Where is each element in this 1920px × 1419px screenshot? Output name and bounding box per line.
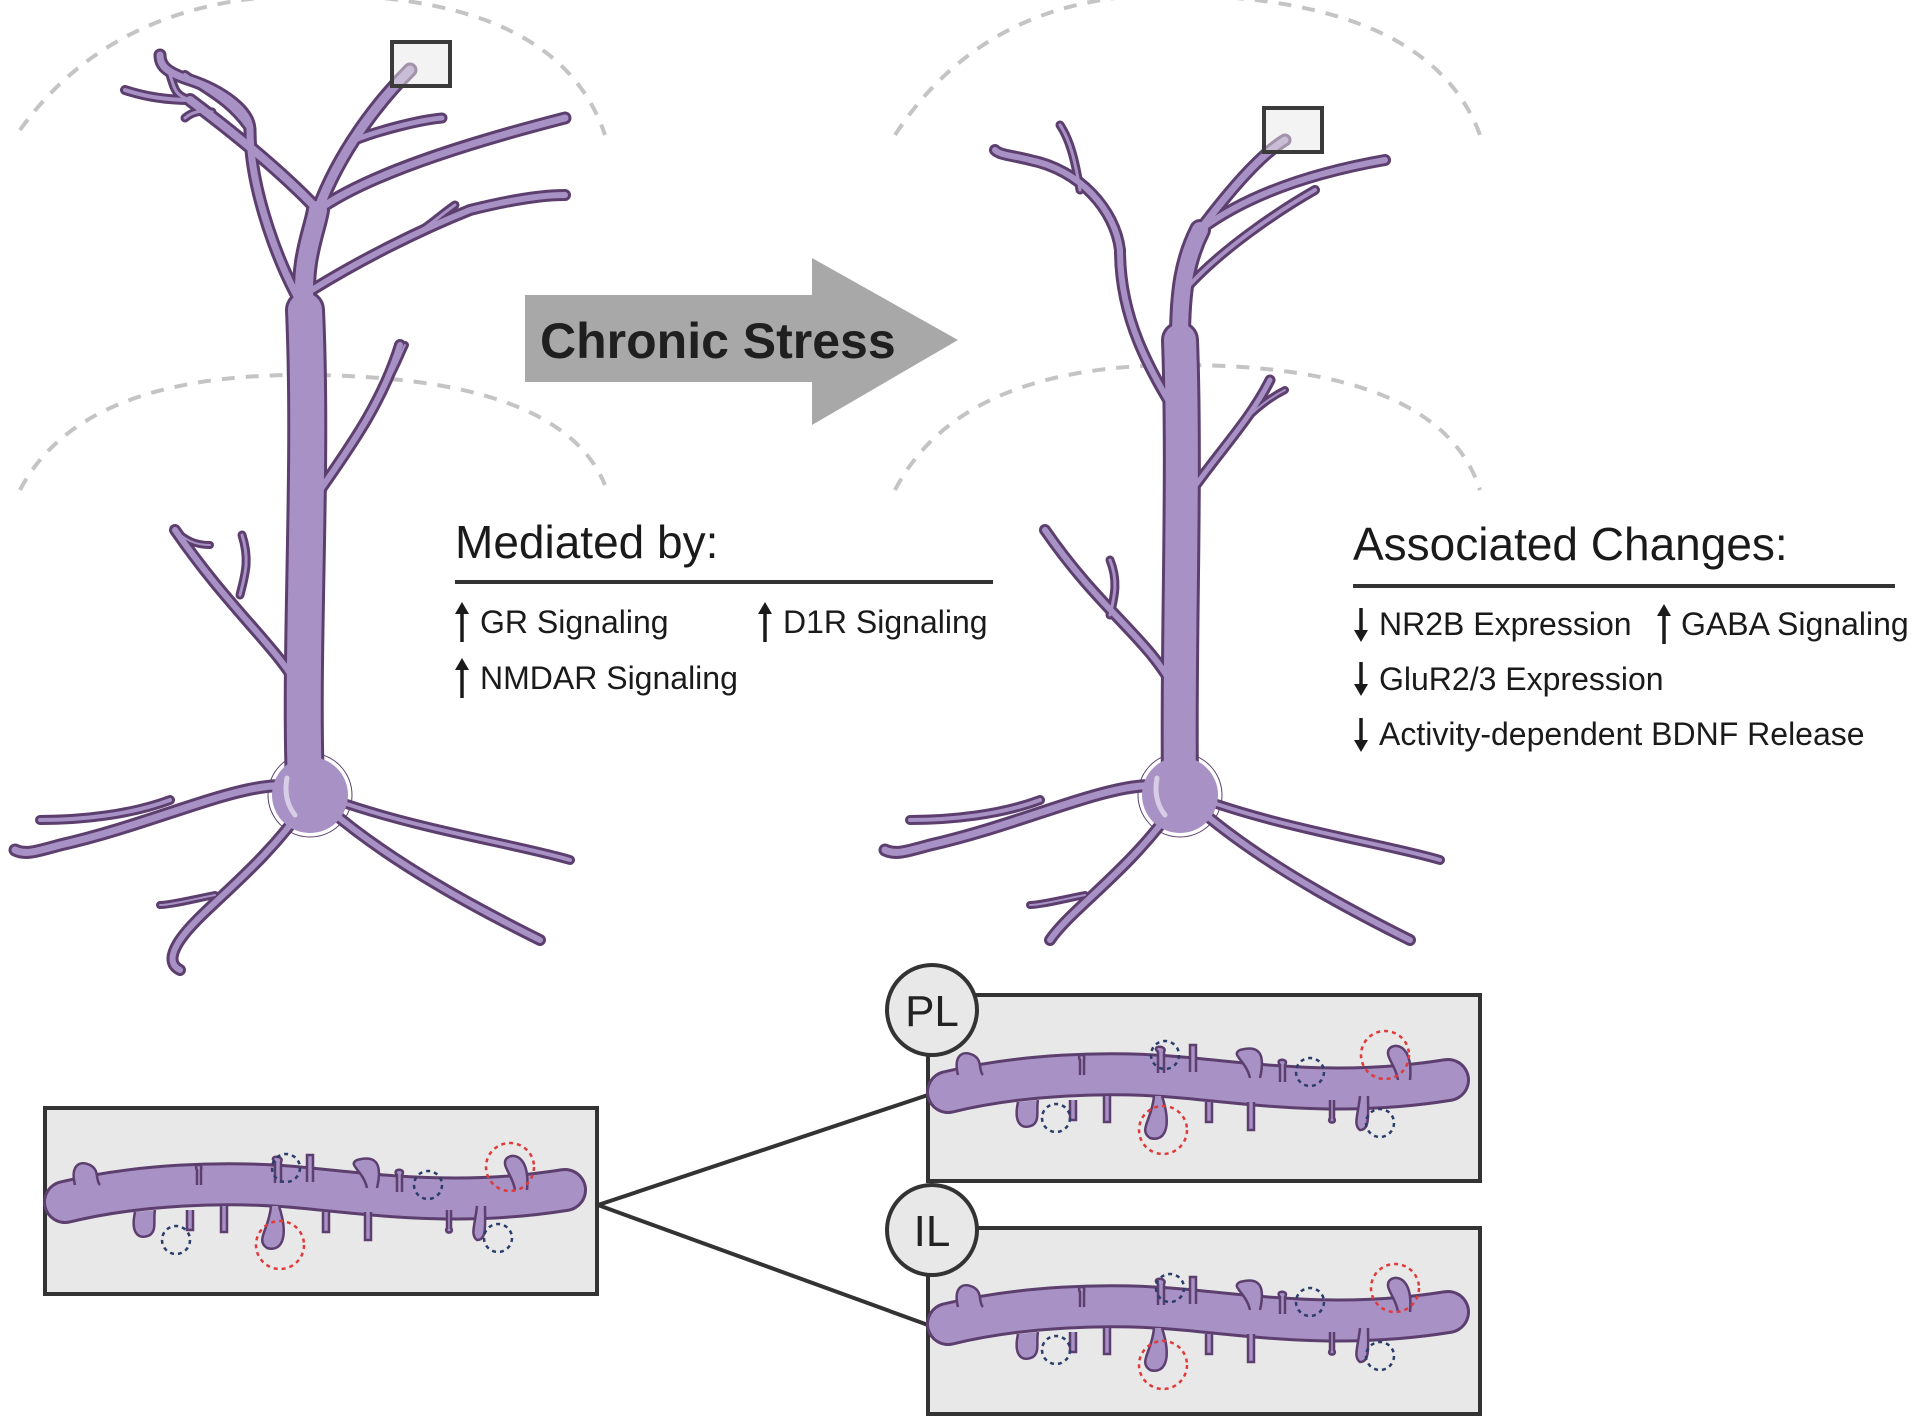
blue-dashed-circle bbox=[1294, 1056, 1326, 1088]
connector-to-il bbox=[597, 1203, 929, 1327]
associated-item-label: NR2B Expression bbox=[1379, 606, 1632, 642]
blue-dashed-circle bbox=[1364, 1107, 1396, 1139]
control-spine-markers bbox=[160, 1141, 536, 1271]
stressed-soma bbox=[1142, 757, 1218, 833]
down-arrow-icon bbox=[1354, 718, 1368, 752]
red-dashed-circle bbox=[1137, 1104, 1189, 1156]
up-arrow-icon bbox=[1657, 604, 1671, 644]
right-upper-dashed-arc bbox=[893, 0, 1482, 137]
arrow-label: Chronic Stress bbox=[540, 313, 896, 369]
up-arrow-icon bbox=[455, 602, 469, 642]
control-spine-inset bbox=[43, 1106, 599, 1296]
left-upper-dashed-arc bbox=[18, 0, 607, 136]
mediated-heading: Mediated by: bbox=[455, 516, 718, 568]
up-arrow-icon bbox=[758, 602, 772, 642]
connector-to-pl bbox=[597, 1093, 929, 1207]
red-dashed-circle bbox=[1137, 1339, 1189, 1391]
il-spine-markers bbox=[1040, 1262, 1421, 1391]
il-badge: IL bbox=[885, 1183, 979, 1277]
associated-item-nr2b: NR2B Expression bbox=[1354, 606, 1632, 642]
arrow-shape bbox=[525, 258, 958, 425]
mediated-item-label: D1R Signaling bbox=[783, 604, 988, 640]
up-arrow-icon bbox=[455, 658, 469, 698]
mediated-item-nmdar: NMDAR Signaling bbox=[455, 658, 738, 698]
il-spine-inset: IL bbox=[885, 1183, 1482, 1416]
mediated-by-block: Mediated by: GR Signaling D1R Signaling … bbox=[455, 516, 993, 698]
mediated-item-label: NMDAR Signaling bbox=[480, 660, 738, 696]
red-dashed-circle bbox=[1369, 1262, 1421, 1314]
blue-dashed-circle bbox=[1154, 1272, 1186, 1304]
associated-item-label: Activity-dependent BDNF Release bbox=[1379, 716, 1865, 752]
pl-badge-circle bbox=[885, 963, 979, 1057]
associated-item-label: GluR2/3 Expression bbox=[1379, 661, 1664, 697]
down-arrow-icon bbox=[1354, 608, 1368, 642]
control-neuron-fill bbox=[11, 51, 572, 973]
associated-heading: Associated Changes: bbox=[1353, 518, 1788, 570]
chronic-stress-arrow: Chronic Stress bbox=[525, 258, 958, 425]
blue-dashed-circle bbox=[412, 1169, 444, 1201]
mediated-item-gr: GR Signaling bbox=[455, 602, 669, 642]
inset-connectors bbox=[597, 1093, 929, 1327]
pl-spine-inset: PL bbox=[885, 963, 1482, 1183]
associated-changes-block: Associated Changes: NR2B Expression GABA… bbox=[1353, 518, 1909, 752]
mediated-item-d1r: D1R Signaling bbox=[758, 602, 988, 642]
stressed-soma-highlight bbox=[1153, 775, 1168, 818]
associated-item-label: GABA Signaling bbox=[1681, 606, 1909, 642]
blue-dashed-circle bbox=[1149, 1039, 1181, 1071]
blue-dashed-circle bbox=[1364, 1340, 1396, 1372]
dashed-boundaries bbox=[18, 0, 1482, 491]
control-neuron bbox=[8, 40, 575, 976]
blue-dashed-circle bbox=[1040, 1334, 1072, 1366]
il-badge-circle bbox=[885, 1183, 979, 1277]
pl-badge-label: PL bbox=[905, 987, 959, 1036]
down-arrow-icon bbox=[1354, 662, 1368, 696]
blue-dashed-circle bbox=[160, 1224, 192, 1256]
mediated-item-label: GR Signaling bbox=[480, 604, 669, 640]
red-dashed-circle bbox=[254, 1219, 306, 1271]
il-badge-label: IL bbox=[914, 1207, 951, 1256]
stressed-zoom-box bbox=[1262, 106, 1324, 154]
associated-item-gaba: GABA Signaling bbox=[1657, 604, 1909, 644]
blue-dashed-circle bbox=[270, 1152, 302, 1184]
blue-dashed-circle bbox=[1294, 1286, 1326, 1318]
pl-spine-markers bbox=[1040, 1029, 1411, 1156]
blue-dashed-circle bbox=[1040, 1102, 1072, 1134]
associated-item-glur: GluR2/3 Expression bbox=[1354, 661, 1664, 697]
stressed-neuron bbox=[878, 106, 1445, 946]
blue-dashed-circle bbox=[482, 1222, 514, 1254]
red-dashed-circle bbox=[484, 1141, 536, 1193]
pl-badge: PL bbox=[885, 963, 979, 1057]
control-soma bbox=[272, 757, 348, 833]
red-dashed-circle bbox=[1359, 1029, 1411, 1081]
control-zoom-box bbox=[390, 40, 452, 88]
associated-item-bdnf: Activity-dependent BDNF Release bbox=[1354, 716, 1865, 752]
control-soma-highlight bbox=[283, 775, 298, 818]
